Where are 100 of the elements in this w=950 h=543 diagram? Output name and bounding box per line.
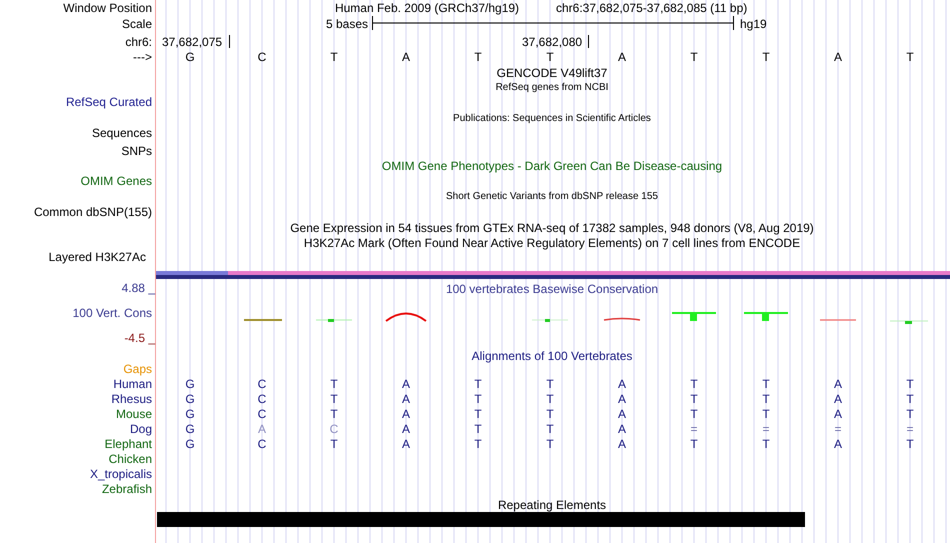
base-letter: A	[618, 406, 626, 422]
base-letter: G	[185, 421, 195, 437]
track-label: Window Position	[63, 0, 152, 16]
species-name: Elephant	[104, 436, 152, 452]
base-letter: T	[546, 49, 554, 65]
base-letter: A	[402, 406, 410, 422]
base-letter: G	[185, 436, 195, 452]
base-letter: T	[546, 391, 554, 407]
base-letter: =	[906, 421, 914, 437]
base-letter: C	[258, 406, 266, 422]
base-letter: T	[546, 376, 554, 392]
base-letter: T	[762, 376, 770, 392]
base-letter: T	[330, 436, 338, 452]
track-title: H3K27Ac Mark (Often Found Near Active Regulatory Elements) on 7 cell lines from ENCODE	[304, 235, 800, 251]
track-title: 100 vertebrates Basewise Conservation	[446, 281, 658, 297]
base-letter: T	[906, 49, 914, 65]
base-letter: T	[546, 406, 554, 422]
base-letter: A	[834, 406, 842, 422]
track-label: Common dbSNP(155)	[34, 204, 152, 220]
base-letter: A	[402, 421, 410, 437]
track-title: Publications: Sequences in Scientific Articles	[453, 112, 651, 126]
base-letter: A	[618, 49, 626, 65]
scale-label: hg19	[740, 16, 767, 32]
axis-value: -4.5 _	[124, 330, 155, 346]
track-label: OMIM Genes	[80, 173, 152, 189]
base-letter: A	[618, 376, 626, 392]
track-title: GENCODE V49lift37	[496, 65, 608, 81]
base-letter: T	[474, 406, 482, 422]
track-title: Short Genetic Variants from dbSNP release 155	[446, 190, 658, 204]
base-letter: T	[690, 376, 698, 392]
base-letter: T	[762, 436, 770, 452]
base-letter: T	[474, 421, 482, 437]
track-title: OMIM Gene Phenotypes - Dark Green Can Be Disease-causing	[382, 158, 722, 174]
base-letter: A	[618, 391, 626, 407]
base-letter: T	[330, 376, 338, 392]
base-letter: T	[906, 376, 914, 392]
base-letter: A	[258, 421, 266, 437]
species-name: Rhesus	[111, 391, 152, 407]
assembly-label: Human Feb. 2009 (GRCh37/hg19)	[334, 0, 520, 16]
base-letter: T	[906, 436, 914, 452]
base-letter: =	[690, 421, 698, 437]
base-letter: T	[474, 391, 482, 407]
scale-label: 5 bases	[326, 16, 368, 32]
species-name: Chicken	[108, 451, 152, 467]
track-label: Sequences	[92, 125, 152, 141]
base-letter: C	[330, 421, 338, 437]
species-name: X_tropicalis	[90, 466, 152, 482]
base-letter: T	[762, 406, 770, 422]
species-name: Dog	[130, 421, 152, 437]
base-letter: T	[546, 421, 554, 437]
track-label: Layered H3K27Ac	[48, 249, 146, 265]
base-letter: G	[185, 49, 195, 65]
base-letter: C	[258, 436, 266, 452]
species-name: Zebrafish	[102, 481, 152, 497]
axis-value: 4.88 _	[122, 280, 155, 296]
base-letter: G	[185, 376, 195, 392]
species-name: Human	[113, 376, 152, 392]
track-label: Gaps	[123, 361, 152, 377]
base-letter: T	[330, 49, 338, 65]
base-letter: T	[762, 391, 770, 407]
track-label: chr6:	[125, 34, 152, 50]
base-letter: A	[402, 376, 410, 392]
track-label: SNPs	[121, 143, 152, 159]
track-title: Gene Expression in 54 tissues from GTEx RNA-seq of 17382 samples, 948 donors (V8, Aug 2019)	[290, 220, 814, 236]
base-letter: A	[834, 376, 842, 392]
coordinate-label: 37,682,080	[522, 34, 582, 50]
base-letter: A	[618, 421, 626, 437]
base-letter: C	[258, 49, 266, 65]
base-letter: A	[834, 49, 842, 65]
track-title: Repeating Elements	[498, 497, 606, 513]
base-letter: T	[690, 436, 698, 452]
base-letter: T	[330, 391, 338, 407]
base-letter: =	[834, 421, 842, 437]
base-letter: T	[906, 406, 914, 422]
base-letter: T	[690, 391, 698, 407]
base-letter: C	[258, 391, 266, 407]
base-letter: T	[906, 391, 914, 407]
base-letter: T	[690, 406, 698, 422]
track-label: Scale	[122, 16, 152, 32]
base-letter: A	[834, 391, 842, 407]
base-letter: A	[402, 436, 410, 452]
base-letter: T	[762, 49, 770, 65]
base-letter: T	[474, 436, 482, 452]
base-letter: T	[546, 436, 554, 452]
coordinate-label: 37,682,075	[162, 34, 222, 50]
base-letter: C	[258, 376, 266, 392]
base-letter: T	[474, 376, 482, 392]
base-letter: A	[402, 49, 410, 65]
base-letter: T	[330, 406, 338, 422]
track-title: Alignments of 100 Vertebrates	[472, 348, 632, 364]
base-letter: G	[185, 406, 195, 422]
species-name: Mouse	[116, 406, 152, 422]
base-letter: =	[762, 421, 770, 437]
position-label: chr6:37,682,075-37,682,085 (11 bp)	[556, 0, 748, 16]
base-letter: A	[834, 436, 842, 452]
track-title: RefSeq genes from NCBI	[496, 81, 608, 95]
repeat-element-bar	[157, 512, 805, 527]
base-letter: G	[185, 391, 195, 407]
base-letter: A	[618, 436, 626, 452]
base-letter: T	[690, 49, 698, 65]
